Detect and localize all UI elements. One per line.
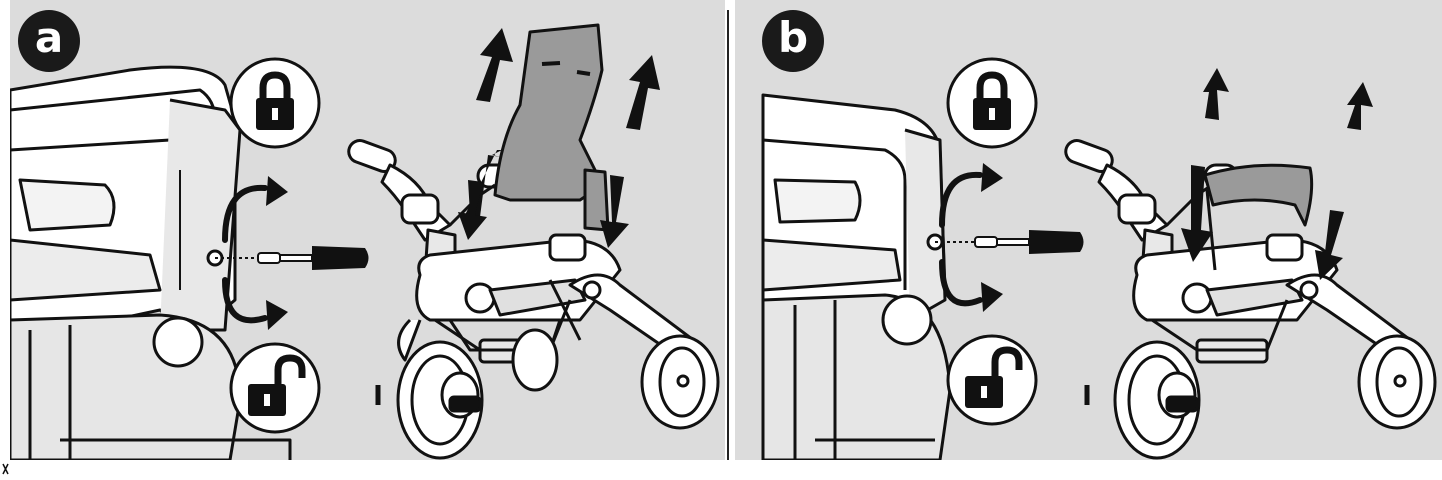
front-wheel-b: [1084, 340, 1201, 460]
screwdriver-icon: [215, 246, 369, 270]
corner-mark: [2, 463, 9, 475]
panel-label-a: a: [18, 10, 80, 72]
curved-arrow-icon: [222, 184, 268, 324]
rear-wheel-left-a: [511, 328, 559, 392]
curved-arrow-head-bottom-b: [981, 282, 1003, 312]
hinge-detail-b: [761, 93, 952, 460]
curved-arrow-head-bottom: [266, 300, 288, 330]
tricycle-frame-b: [1064, 139, 1419, 367]
straight-arrow-icon: [458, 28, 660, 248]
seat-back-a: [493, 23, 610, 232]
padlock-closed-icon: [229, 57, 321, 149]
padlock-closed-icon-b: [946, 57, 1038, 149]
hinge-detail-a: [10, 65, 292, 460]
front-wheel-a: [375, 340, 484, 460]
panel-a: [10, 0, 725, 460]
curved-arrow-head-top-b: [981, 163, 1003, 192]
panel-label-b: b: [762, 10, 824, 72]
screwdriver-icon-b: [935, 230, 1084, 254]
padlock-open-icon-b: [946, 334, 1038, 426]
straight-arrow-icon-b: [1181, 68, 1373, 280]
curved-arrow-icon-b: [939, 171, 983, 307]
backrest-cushion-b: [1203, 163, 1314, 227]
padlock-open-icon: [229, 342, 321, 434]
rear-wheel-right-a: [640, 334, 720, 430]
panel-divider: [727, 10, 729, 460]
curved-arrow-head-top: [266, 176, 288, 206]
rear-wheel-right-b: [1357, 334, 1437, 430]
panel-b: [735, 0, 1442, 460]
